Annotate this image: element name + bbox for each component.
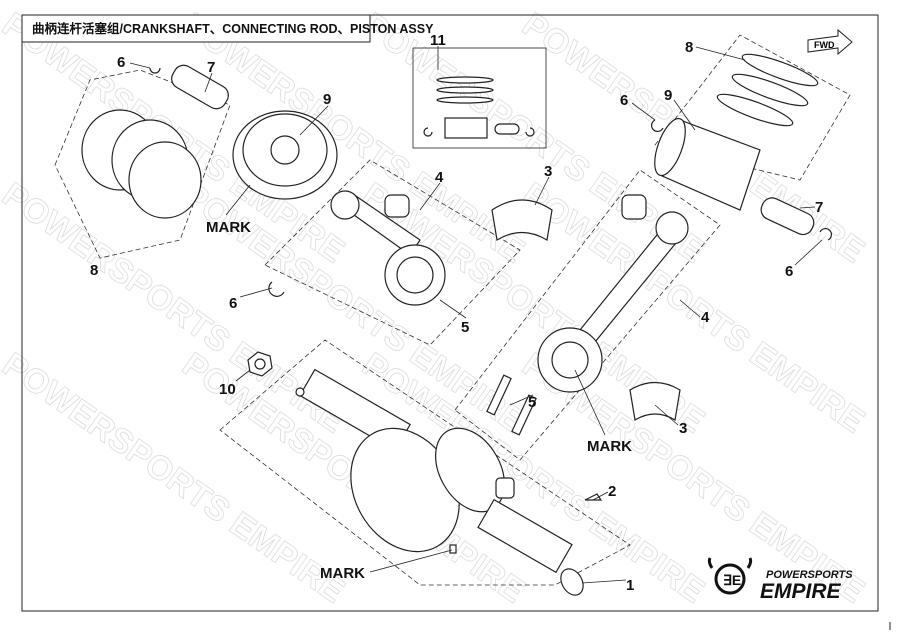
piston-left — [232, 110, 338, 200]
svg-text:EMPIRE: EMPIRE — [760, 580, 842, 603]
piston-assy-11 — [423, 76, 535, 139]
title-box — [21, 14, 371, 43]
callout-mark: MARK — [587, 438, 632, 455]
piston-assy-box — [412, 47, 547, 149]
callout-5: 5 — [528, 394, 536, 411]
circlip-right — [651, 119, 664, 132]
connecting-rod-group-right — [454, 169, 721, 461]
circlip-right-2 — [819, 228, 832, 241]
callout-2: 2 — [608, 483, 616, 500]
connecting-rod-right — [537, 211, 689, 393]
callout-7: 7 — [207, 59, 215, 76]
svg-text:FWD: FWD — [814, 40, 835, 50]
circlip-left-2 — [268, 281, 285, 297]
callout-mark: MARK — [206, 219, 251, 236]
callout-8: 8 — [90, 262, 98, 279]
circlip-left — [149, 67, 161, 74]
callout-8: 8 — [685, 39, 693, 56]
mark-tab — [449, 544, 457, 554]
crank-pin-bushing — [495, 477, 515, 499]
diagram-title: 曲柄连杆活塞组/CRANKSHAFT、CONNECTING ROD、PISTON… — [32, 21, 434, 36]
callout-4: 4 — [435, 169, 444, 186]
fwd-arrow-icon: FWD — [807, 28, 853, 56]
bushing-right — [621, 194, 647, 220]
callout-6: 6 — [117, 54, 125, 71]
callout-1: 1 — [626, 577, 634, 594]
diagram-frame — [21, 14, 879, 612]
callout-6: 6 — [785, 263, 793, 280]
callout-3: 3 — [544, 163, 552, 180]
piston-right — [654, 117, 761, 211]
svg-text:POWERSPORTS: POWERSPORTS — [766, 569, 853, 581]
callout-7: 7 — [815, 199, 823, 216]
bearing-shell-right — [629, 381, 681, 421]
callout-9: 9 — [664, 87, 672, 104]
nut-10 — [247, 351, 305, 397]
callout-11: 11 — [430, 32, 446, 49]
svg-text:∃E: ∃E — [723, 572, 741, 588]
crankshaft-group — [219, 339, 631, 586]
callout-9: 9 — [323, 91, 331, 108]
piston-rings-right — [716, 53, 819, 127]
powersports-empire-logo: ∃E POWERSPORTS EMPIRE — [707, 557, 853, 603]
callout-4: 4 — [701, 309, 710, 326]
callout-6: 6 — [229, 295, 237, 312]
piston-rings-group-left — [54, 69, 231, 259]
piston-pin-left — [171, 64, 229, 110]
bearing-shell-left — [491, 199, 553, 241]
callout-6: 6 — [620, 92, 628, 109]
callout-3: 3 — [679, 420, 687, 437]
callout-labels: 6 7 9 8 MARK 4 3 6 5 10 11 8 6 9 7 6 4 5… — [90, 32, 823, 594]
bushing-left — [384, 194, 410, 218]
leader-lines — [129, 46, 823, 584]
crankshaft — [299, 368, 584, 596]
callout-5: 5 — [461, 319, 469, 336]
piston-pin-right — [760, 197, 815, 236]
rod-bolts-right — [486, 374, 537, 436]
callout-10: 10 — [219, 381, 236, 398]
piston-rings-left — [81, 109, 202, 219]
connecting-rod-left — [330, 190, 446, 306]
callout-mark: MARK — [320, 565, 365, 582]
